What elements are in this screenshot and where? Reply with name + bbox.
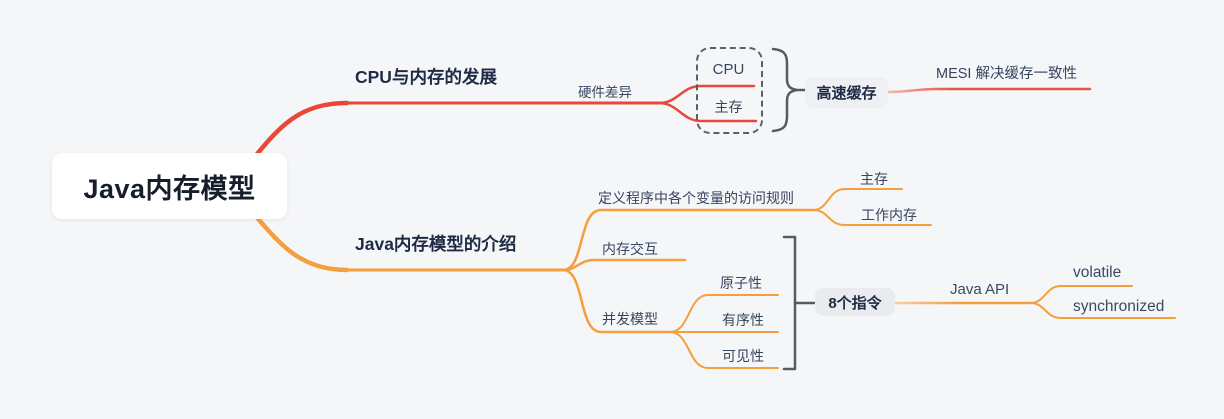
square-bracket (782, 235, 797, 371)
node-java-api[interactable]: Java API (950, 281, 1010, 298)
cpu-mainmem-group-box (696, 47, 763, 134)
node-rules[interactable]: 定义程序中各个变量的访问规则 (598, 190, 794, 206)
node-cache[interactable]: 高速缓存 (805, 77, 888, 108)
curly-brace (771, 47, 798, 133)
node-cpu[interactable]: CPU (712, 61, 745, 78)
visibility-node-line (669, 331, 779, 369)
atomicity-node-line (669, 294, 779, 333)
node-memory-interaction[interactable]: 内存交互 (602, 241, 658, 257)
rules-workingmem-line (812, 209, 932, 226)
node-cpu-branch[interactable]: CPU与内存的发展 (355, 67, 497, 87)
root-to-jmm-branch-curve (250, 210, 350, 273)
root-to-cpu-branch-curve (250, 100, 350, 162)
rules-node-line (561, 208, 815, 272)
mesi-node-line (886, 87, 1092, 94)
node-atomicity[interactable]: 原子性 (720, 275, 762, 291)
node-visibility[interactable]: 可见性 (722, 348, 764, 364)
concurrency-node-line (561, 268, 672, 334)
meminteraction-node-line (561, 258, 687, 272)
node-hardware-diff[interactable]: 硬件差异 (578, 85, 632, 100)
root-node[interactable]: Java内存模型 (52, 153, 287, 219)
node-volatile[interactable]: volatile (1073, 264, 1122, 281)
node-rules-working-memory[interactable]: 工作内存 (861, 207, 917, 223)
synchronized-node-line (1029, 302, 1176, 319)
node-main-memory[interactable]: 主存 (714, 99, 743, 115)
node-rules-main-memory[interactable]: 主存 (860, 171, 888, 187)
node-jmm-branch[interactable]: Java内存模型的介绍 (355, 234, 517, 254)
node-ordering[interactable]: 有序性 (722, 312, 764, 328)
node-synchronized[interactable]: synchronized (1073, 298, 1165, 315)
volatile-node-line (1029, 285, 1133, 304)
rules-mainmem-line (812, 188, 903, 211)
node-eight-instructions[interactable]: 8个指令 (815, 288, 895, 316)
node-concurrency-model[interactable]: 并发模型 (602, 311, 658, 327)
node-mesi[interactable]: MESI 解决缓存一致性 (936, 66, 1077, 82)
